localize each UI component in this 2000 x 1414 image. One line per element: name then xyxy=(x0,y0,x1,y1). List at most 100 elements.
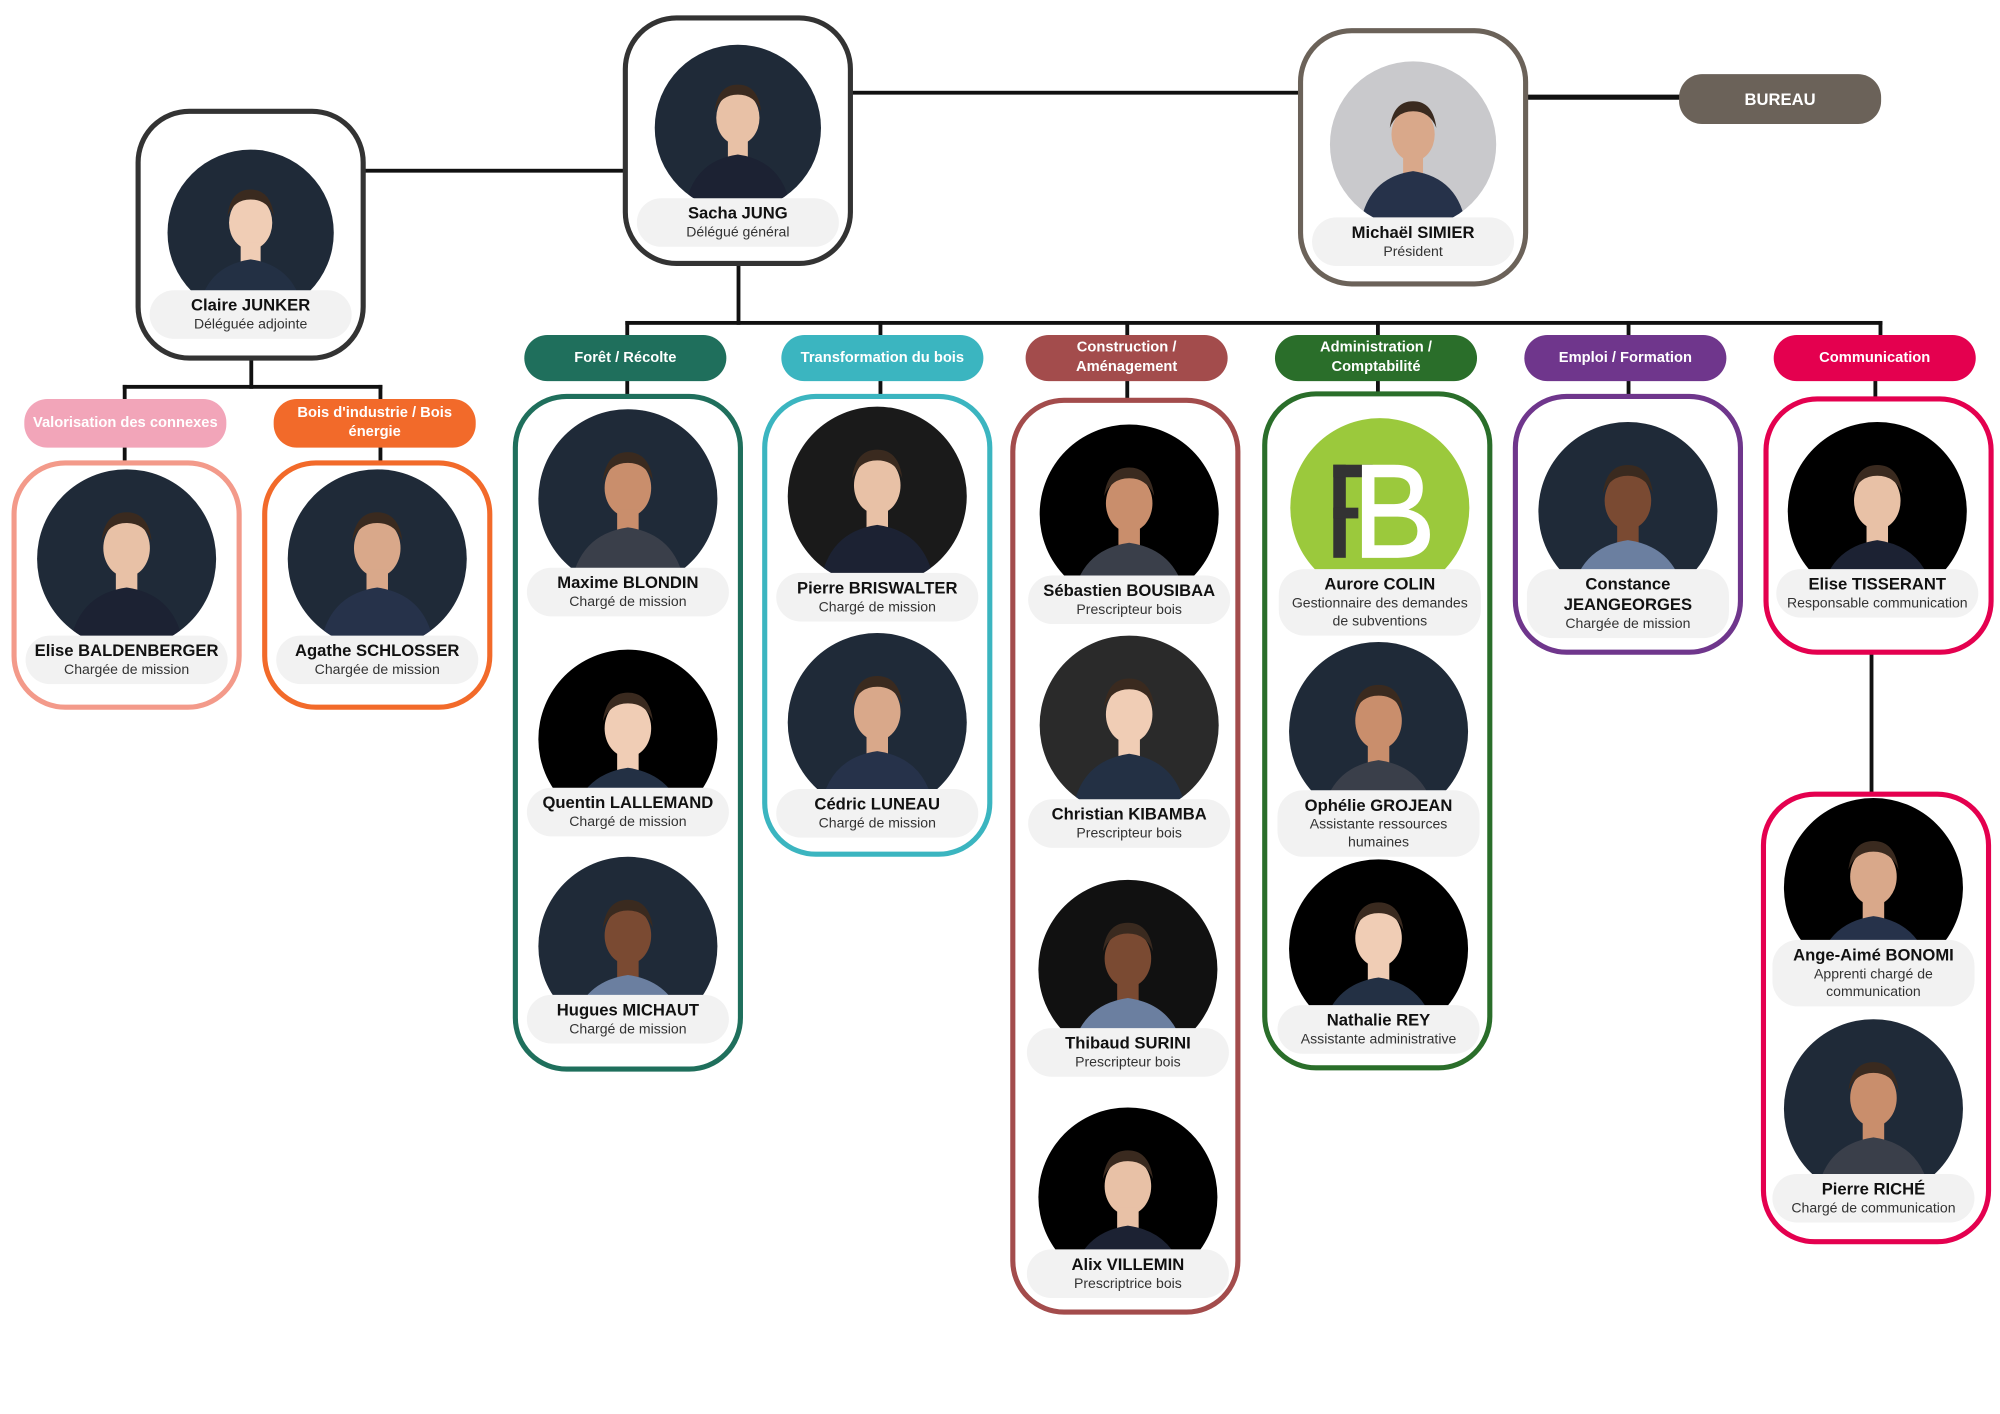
person-name: Quentin LALLEMAND xyxy=(542,792,714,813)
person-name: Maxime BLONDIN xyxy=(557,572,699,593)
person-name: Cédric LUNEAU xyxy=(814,794,941,814)
dept-bois-industrie[interactable]: Bois d'industrie / Bois énergie xyxy=(273,398,476,448)
person-name: Constance JEANGEORGES xyxy=(1563,574,1693,614)
person-name: Pierre RICHÉ xyxy=(1821,1179,1926,1199)
person-card-label: Sacha JUNG Délégué général xyxy=(636,198,839,247)
person-name: Ange-Aimé BONOMI xyxy=(1793,945,1954,965)
person-role: Gestionnaire des demandes de subventions xyxy=(1291,595,1468,630)
connector-line xyxy=(122,384,127,402)
person-role: Chargée de mission xyxy=(64,662,190,678)
connector-line xyxy=(625,320,1883,325)
person-name: Michaël SIMIER xyxy=(1351,222,1475,242)
person-role: Assistante ressources humaines xyxy=(1309,817,1448,851)
photo-michael xyxy=(1329,61,1497,228)
person-name: Hugues MICHAUT xyxy=(556,1000,700,1020)
person-name: Elise BALDENBERGER xyxy=(34,640,219,660)
person-role: Chargé de mission xyxy=(569,1021,687,1038)
person-name: Elise TISSERANT xyxy=(1808,574,1947,594)
person-role: Apprenti chargé de communication xyxy=(1813,966,1933,1001)
connector-line xyxy=(122,384,383,389)
person-role: Chargée de mission xyxy=(1565,616,1691,632)
member-photo xyxy=(1039,635,1219,815)
person-name: Sébastien BOUSIBAA xyxy=(1043,580,1216,600)
person-name: Claire JUNKER xyxy=(191,295,311,315)
dept-communication[interactable]: Communication xyxy=(1773,335,1976,382)
person-name: Aurore COLIN xyxy=(1324,574,1436,594)
person-role: Chargé de mission xyxy=(569,814,687,830)
connector-line xyxy=(1878,320,1883,338)
person-name: Thibaud SURINI xyxy=(1065,1033,1191,1053)
member-photo xyxy=(787,633,967,813)
connector-line xyxy=(1626,379,1631,397)
dept-emploi[interactable]: Emploi / Formation xyxy=(1524,335,1727,382)
fb-logo xyxy=(1290,418,1470,598)
person-role: Prescripteur bois xyxy=(1075,1055,1181,1071)
person-role: Prescriptrice bois xyxy=(1073,1276,1182,1292)
member-photo xyxy=(287,469,467,649)
person-role: Assistante administrative xyxy=(1300,1031,1457,1048)
person-name: Pierre BRISWALTER xyxy=(797,578,958,598)
dept-administration[interactable]: Administration / Comptabilité xyxy=(1274,335,1478,382)
dept-transformation[interactable]: Transformation du bois xyxy=(781,335,984,382)
person-role: Délégué général xyxy=(686,225,790,241)
person-card-label: Claire JUNKER Déléguée adjointe xyxy=(149,290,352,339)
person-name: Alix VILLEMIN xyxy=(1071,1254,1185,1274)
dept-foret[interactable]: Forêt / Récolte xyxy=(524,335,727,382)
person-card-label: Alix VILLEMIN Prescriptrice bois xyxy=(1026,1249,1229,1298)
connector-line xyxy=(878,320,883,338)
connector-line xyxy=(1626,320,1631,338)
bureau-badge[interactable]: BUREAU xyxy=(1679,74,1882,125)
person-role: Responsable communication xyxy=(1786,595,1968,612)
person-name: Sacha JUNG xyxy=(687,203,788,223)
person-role: Chargée de mission xyxy=(314,662,440,678)
person-card-label: Michaël SIMIER Président xyxy=(1312,217,1515,266)
dept-valorisation[interactable]: Valorisation des connexes xyxy=(24,398,227,448)
person-role: Chargé de mission xyxy=(818,599,936,616)
connector-line xyxy=(625,320,630,338)
person-role: Président xyxy=(1383,244,1443,260)
member-photo xyxy=(787,406,967,586)
person-card-label: Elise BALDENBERGER Chargée de mission xyxy=(25,635,228,685)
connector-line xyxy=(1869,653,1874,796)
photo-sacha xyxy=(654,44,821,212)
person-role: Chargé de communication xyxy=(1791,1200,1956,1217)
connector-line xyxy=(1125,320,1130,338)
connector-line xyxy=(364,168,626,173)
connector-line xyxy=(851,90,1301,95)
connector-line xyxy=(878,379,883,397)
person-role: Prescripteur bois xyxy=(1076,826,1182,842)
connector-line xyxy=(1125,379,1130,401)
person-card-label: Christian KIBAMBA Prescripteur bois xyxy=(1028,799,1231,848)
member-photo xyxy=(1039,424,1219,604)
person-card-label: Agathe SCHLOSSER Chargée de mission xyxy=(276,635,479,685)
person-name: Nathalie REY xyxy=(1326,1010,1431,1030)
person-name: Christian KIBAMBA xyxy=(1051,804,1207,824)
connector-line xyxy=(1873,379,1878,399)
person-name: Agathe SCHLOSSER xyxy=(295,640,460,660)
person-role: Déléguée adjointe xyxy=(193,317,308,333)
member-photo xyxy=(37,469,217,649)
connector-line xyxy=(378,384,383,402)
member-photo xyxy=(1783,1019,1963,1199)
connector-line xyxy=(1375,379,1380,394)
connector-line xyxy=(378,446,383,463)
person-role: Chargé de mission xyxy=(569,594,687,610)
person-name: Ophélie GROJEAN xyxy=(1304,795,1453,815)
person-role: Chargé de mission xyxy=(818,815,936,832)
connector-line xyxy=(625,379,630,397)
connector-line xyxy=(249,359,254,389)
dept-construction[interactable]: Construction / Aménagement xyxy=(1025,335,1228,382)
